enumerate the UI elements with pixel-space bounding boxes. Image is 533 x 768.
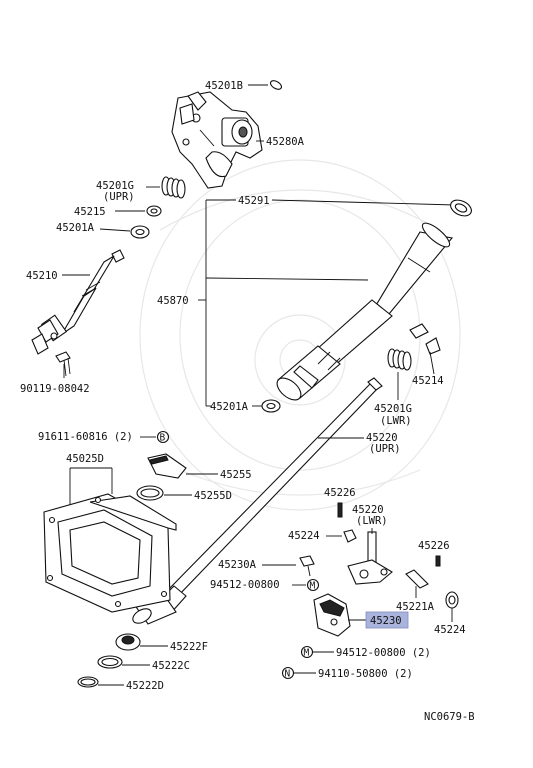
label-45255d: 45255D bbox=[194, 490, 232, 502]
label-45201g-lwr: 45201G bbox=[374, 403, 412, 415]
label-94512-00800-b: 94512-00800 (2) bbox=[336, 647, 431, 659]
diagram-code: NC0679-B bbox=[424, 711, 475, 723]
label-90119-08042: 90119-08042 bbox=[20, 383, 90, 395]
label-94512-00800-a: 94512-00800 bbox=[210, 579, 280, 591]
label-45222f: 45222F bbox=[170, 641, 208, 653]
spring-45201g-lwr[interactable] bbox=[387, 348, 412, 371]
label-45220-lwr-sub: (LWR) bbox=[356, 515, 388, 527]
ring-45222c[interactable] bbox=[97, 655, 123, 669]
label-45222d: 45222D bbox=[126, 680, 164, 692]
label-45215: 45215 bbox=[74, 206, 106, 218]
label-45201a-upper: 45201A bbox=[56, 222, 95, 234]
label-91611-60816: 91611-60816 (2) bbox=[38, 431, 133, 443]
label-45220-upr-sub: (UPR) bbox=[369, 443, 401, 455]
symbol-b-marker: B bbox=[156, 430, 170, 444]
bushing-45224-b[interactable] bbox=[445, 591, 459, 609]
lower-shaft-45220-lwr[interactable] bbox=[347, 531, 393, 585]
label-45201g-lwr-sub: (LWR) bbox=[380, 415, 412, 427]
ring-45201b[interactable] bbox=[269, 79, 283, 91]
label-45224-b: 45224 bbox=[434, 624, 466, 636]
label-45210: 45210 bbox=[26, 270, 58, 282]
ring-45291[interactable] bbox=[448, 197, 474, 219]
pin-45226-a[interactable] bbox=[337, 502, 343, 518]
label-45291: 45291 bbox=[238, 195, 270, 207]
label-45220-lwr: 45220 bbox=[352, 504, 384, 516]
label-45222c: 45222C bbox=[152, 660, 190, 672]
label-45230a: 45230A bbox=[218, 559, 257, 571]
symbol-n-marker: N bbox=[281, 666, 295, 680]
highlight-box-45230 bbox=[365, 611, 409, 629]
ring-45222d[interactable] bbox=[77, 676, 99, 688]
label-45226-a: 45226 bbox=[324, 487, 356, 499]
pin-45221a[interactable] bbox=[405, 569, 429, 589]
label-45221a: 45221A bbox=[396, 601, 435, 613]
ring-45215[interactable] bbox=[146, 205, 162, 217]
bushing-45224-a[interactable] bbox=[343, 529, 357, 543]
joint-45230[interactable] bbox=[313, 593, 351, 637]
label-45201a-lower: 45201A bbox=[210, 401, 249, 413]
symbol-n: N bbox=[285, 669, 291, 680]
lock-housing-45280a[interactable] bbox=[171, 91, 263, 189]
label-45214: 45214 bbox=[412, 375, 444, 387]
label-45280a: 45280A bbox=[266, 136, 305, 148]
label-45201g-upr: 45201G bbox=[96, 180, 134, 192]
symbol-m-marker: M bbox=[306, 578, 320, 592]
label-45224-a: 45224 bbox=[288, 530, 320, 542]
column-tube-45870[interactable] bbox=[273, 219, 454, 404]
bearing-45201a-lower[interactable] bbox=[261, 399, 281, 413]
label-45201g-upr-sub: (UPR) bbox=[103, 191, 135, 203]
intermediate-shaft-45210[interactable] bbox=[31, 249, 125, 355]
bracket-45025d[interactable] bbox=[43, 493, 177, 613]
label-45255: 45255 bbox=[220, 469, 252, 481]
bearing-45201a-upper[interactable] bbox=[130, 225, 150, 239]
cover-45222f[interactable] bbox=[115, 633, 141, 651]
bolt-90119-08042[interactable] bbox=[55, 351, 71, 377]
clip-45214[interactable] bbox=[409, 323, 441, 355]
bolt-45230a[interactable] bbox=[299, 555, 315, 577]
symbol-m-2: M bbox=[304, 648, 310, 659]
symbol-m-marker-2: M bbox=[300, 645, 314, 659]
label-45226-b: 45226 bbox=[418, 540, 450, 552]
plate-45255[interactable] bbox=[147, 453, 187, 479]
symbol-b: B bbox=[160, 433, 166, 444]
label-45220-upr: 45220 bbox=[366, 432, 398, 444]
ring-45255d[interactable] bbox=[136, 485, 164, 501]
pin-45226-b[interactable] bbox=[435, 555, 441, 567]
label-45025d: 45025D bbox=[66, 453, 104, 465]
spring-45201g-upr[interactable] bbox=[161, 176, 186, 199]
symbol-m: M bbox=[310, 581, 316, 592]
label-45201b: 45201B bbox=[205, 80, 243, 92]
label-94110-50800: 94110-50800 (2) bbox=[318, 668, 413, 680]
label-45870: 45870 bbox=[157, 295, 189, 307]
label-45230[interactable]: 45230 bbox=[370, 615, 402, 627]
